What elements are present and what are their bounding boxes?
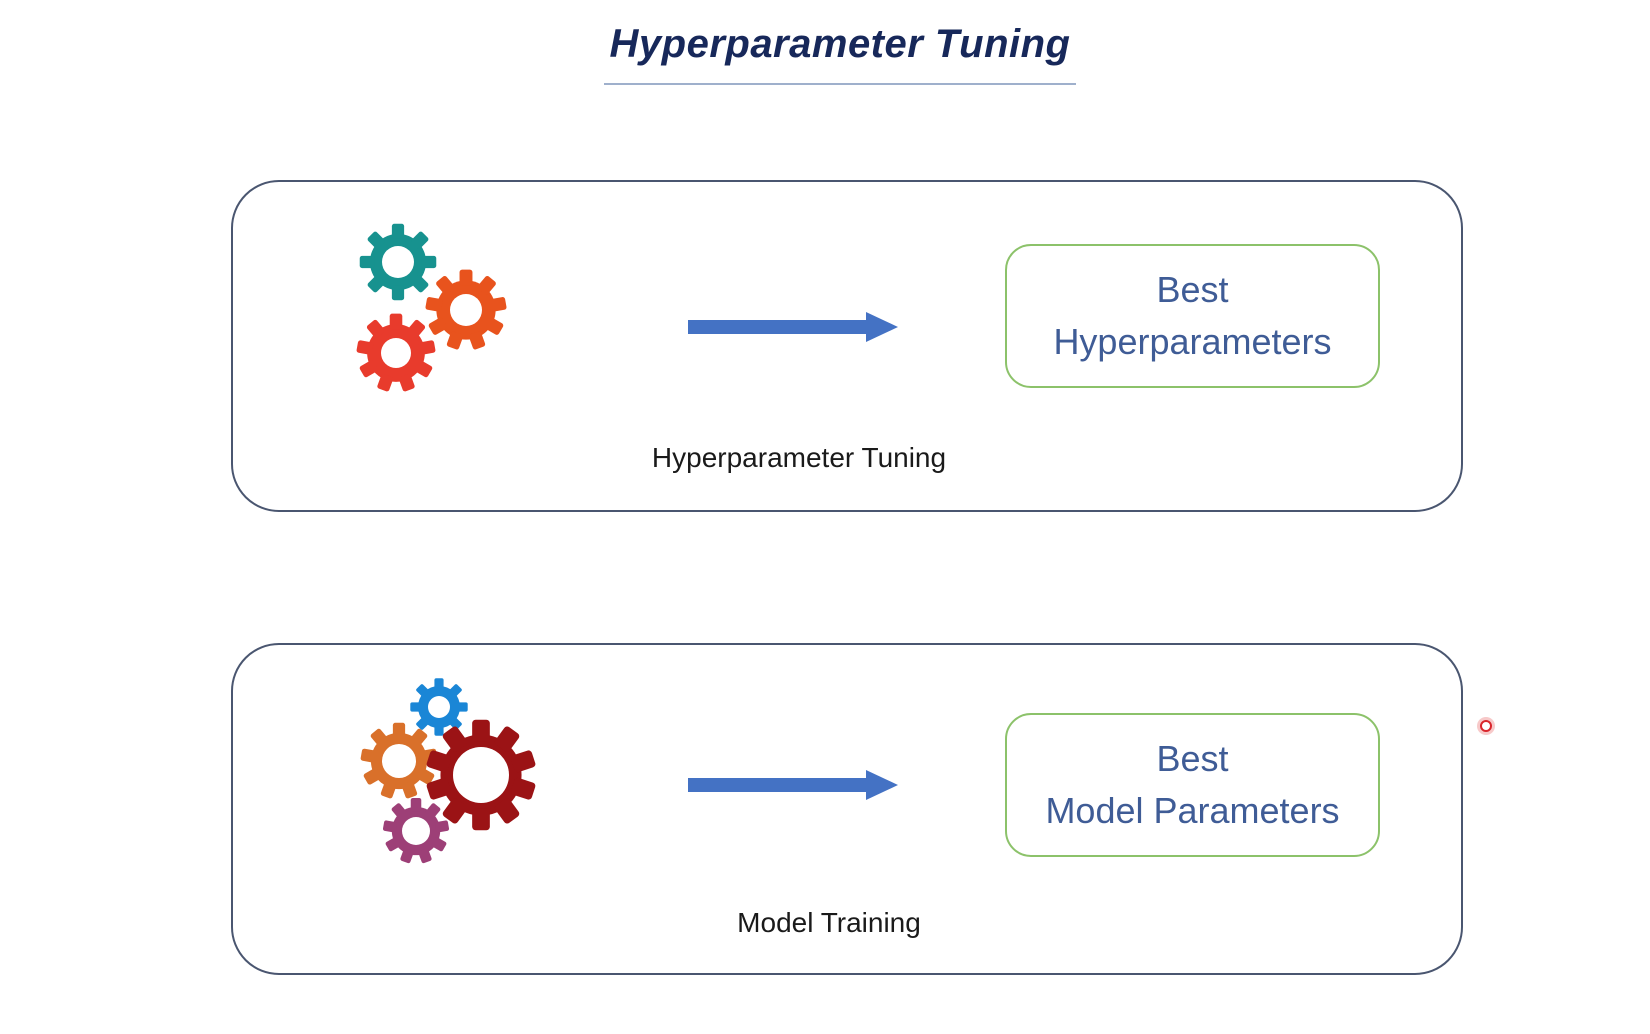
teal-gear-icon [359, 223, 437, 301]
right-arrow-icon [688, 770, 898, 800]
best-hyperparameters-box: Best Hyperparameters [1005, 244, 1380, 388]
title-underline [604, 83, 1076, 85]
result-line-1: Best [1156, 269, 1229, 310]
orange-gear-icon [425, 269, 507, 350]
purple-gear-icon [382, 798, 450, 864]
laser-pointer-icon [1477, 717, 1495, 735]
panel-caption: Model Training [737, 907, 921, 938]
best-model-parameters-box: Best Model Parameters [1005, 713, 1380, 857]
orange-gear-icon [360, 722, 438, 799]
result-line-1: Best [1156, 738, 1229, 779]
dark-red-gear-icon [426, 719, 536, 831]
gears-icon [356, 223, 507, 392]
right-arrow-icon [688, 312, 898, 342]
result-line-2: Model Parameters [1045, 790, 1340, 831]
red-gear-icon [356, 313, 436, 392]
panel-caption: Hyperparameter Tuning [651, 442, 947, 473]
hyperparameter-tuning-panel: Best Hyperparameters Hyperparameter Tuni… [231, 180, 1463, 512]
gears-icon [360, 678, 536, 864]
result-line-2: Hyperparameters [1053, 321, 1332, 362]
blue-gear-icon [410, 678, 468, 736]
model-training-panel: Best Model Parameters Model Training [231, 643, 1463, 975]
slide-title: Hyperparameter Tuning [609, 22, 1071, 66]
